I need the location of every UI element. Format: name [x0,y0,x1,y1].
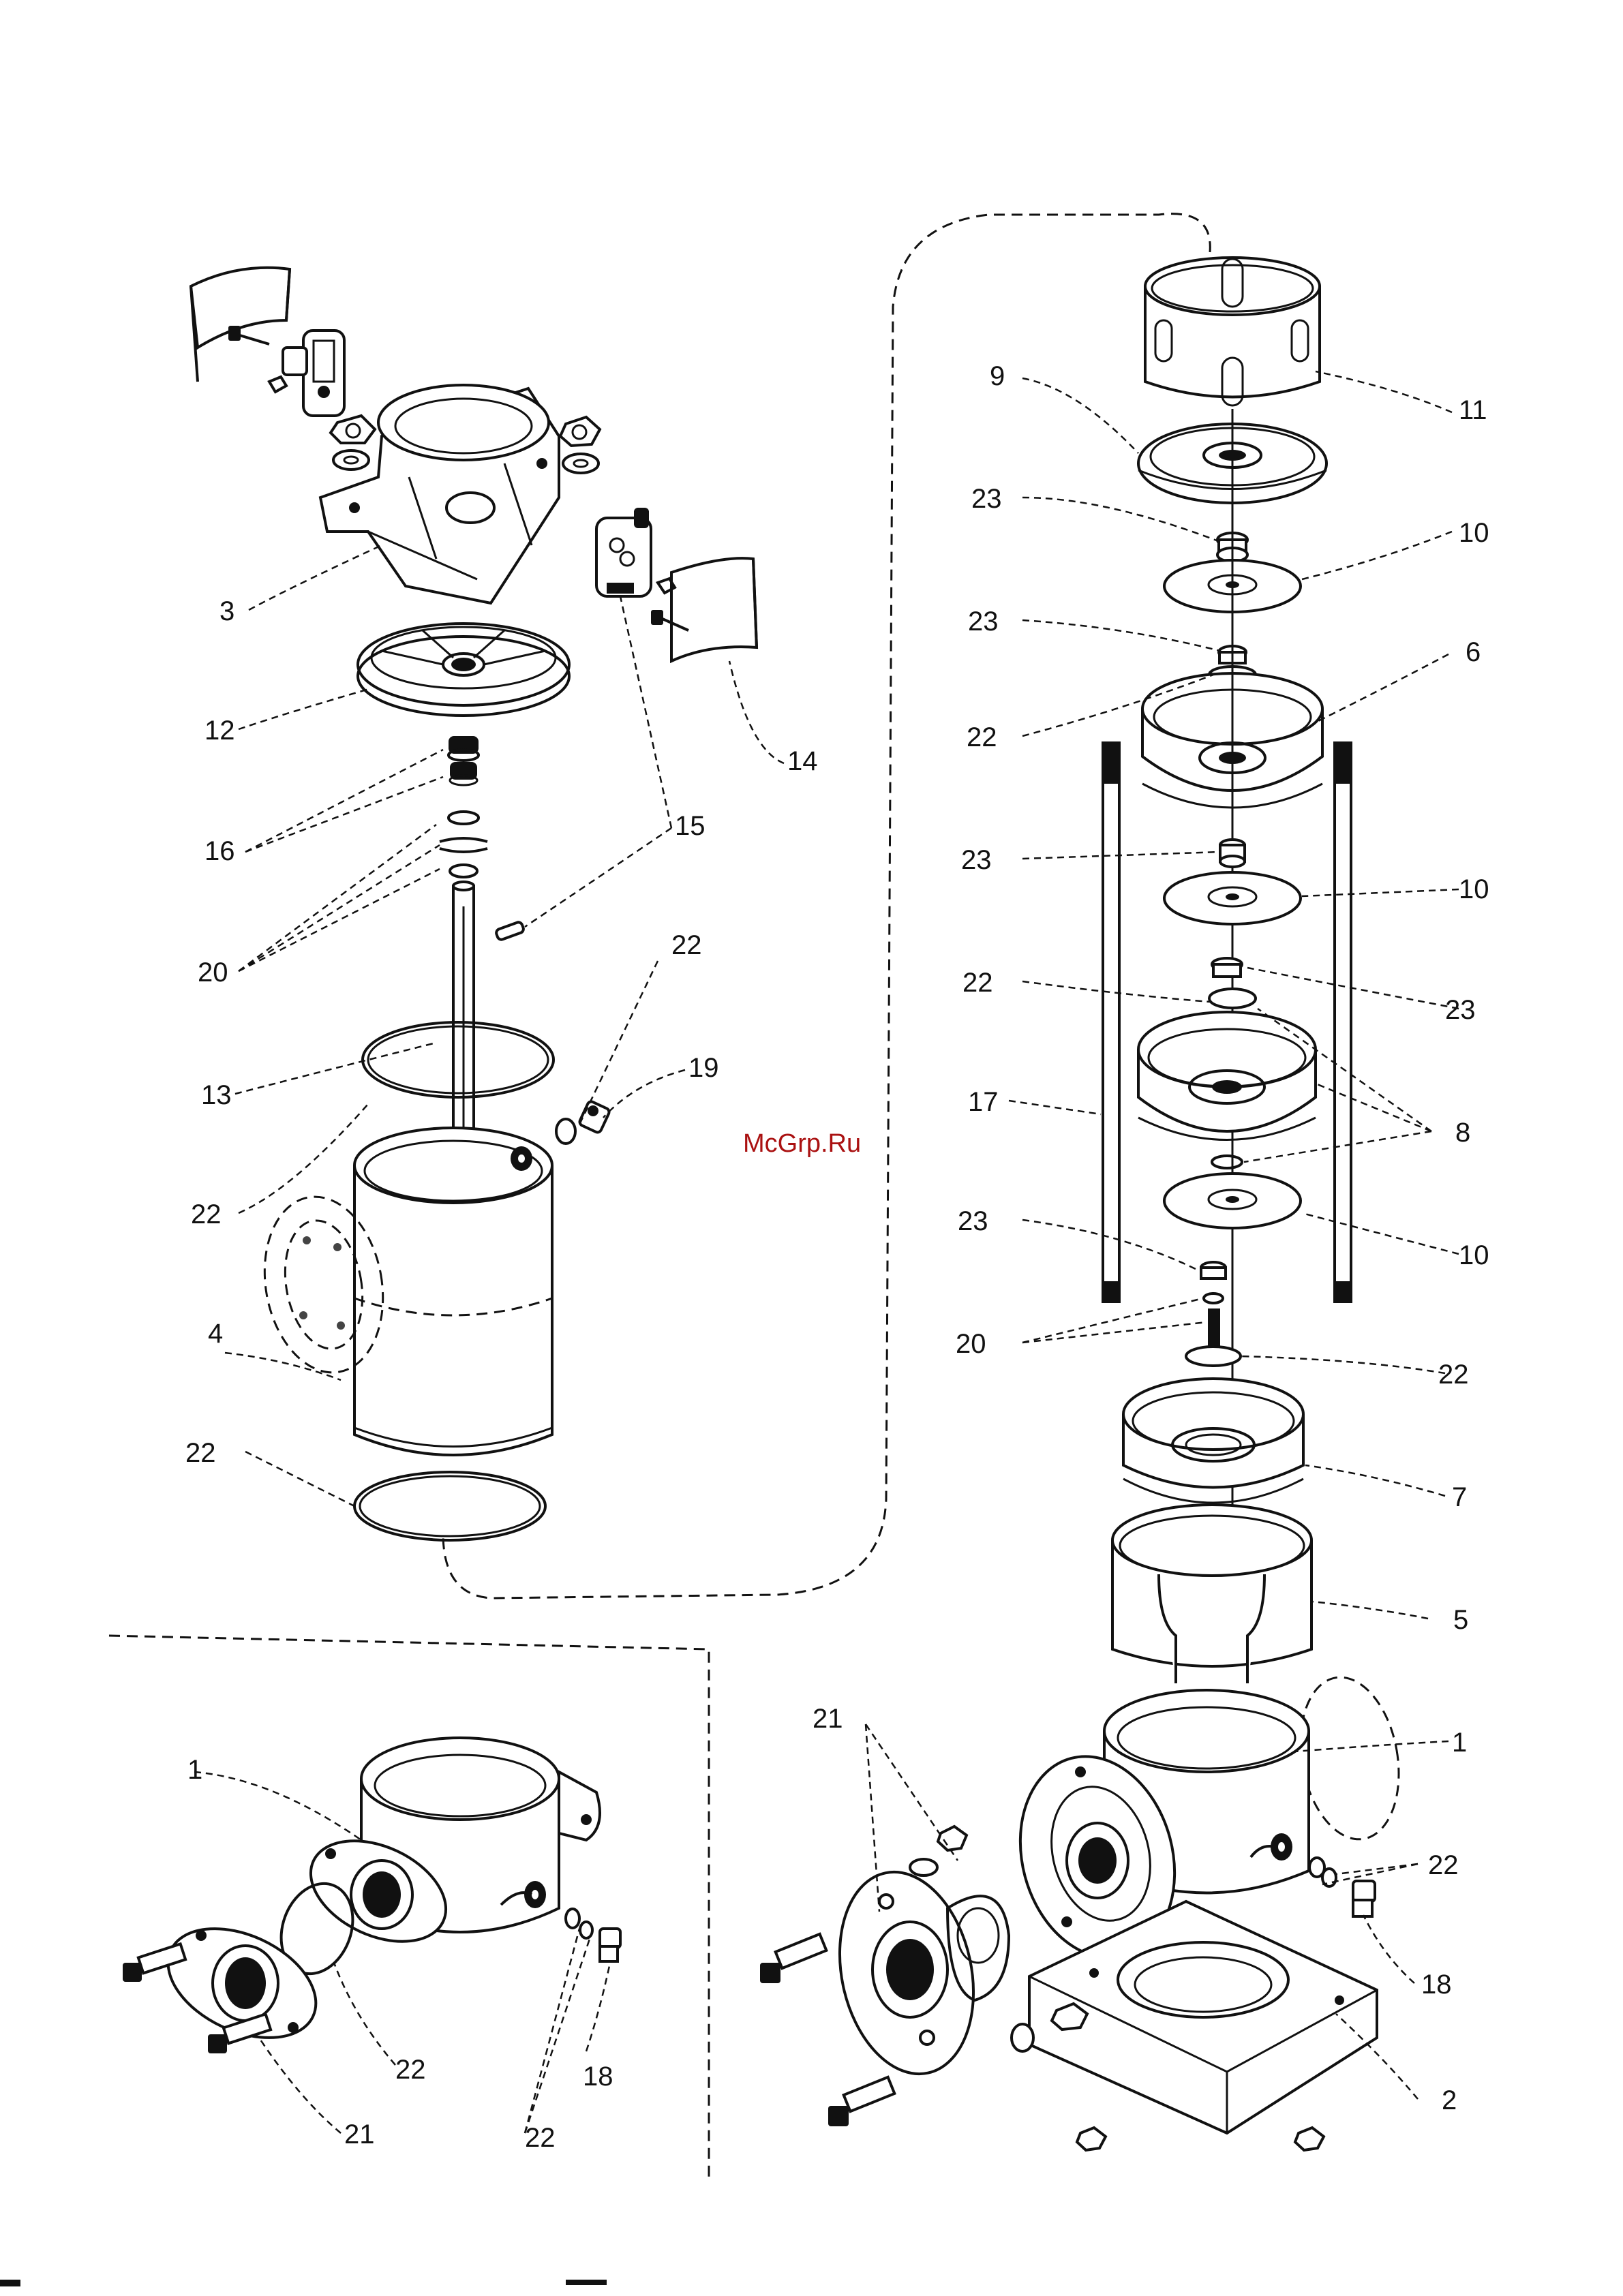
inlet-sleeve [1112,1505,1311,1683]
assembly-path-curve [443,214,1210,1598]
guard-screw-left [228,326,286,392]
tie-bolt-right [1335,743,1351,1302]
label-13: 13 [201,1080,232,1110]
label-22-left-lower: 22 [185,1438,216,1468]
chamber-middle [1138,989,1316,1140]
adapter-flange [358,624,569,716]
label-8: 8 [1455,1118,1470,1148]
label-18-inset: 18 [583,2062,613,2092]
label-23-a: 23 [971,484,1002,514]
label-16: 16 [204,836,235,866]
motor-stool-nut-left [331,416,375,470]
label-9: 9 [990,361,1005,391]
label-18-right: 18 [1421,1970,1452,2000]
label-22-plug: 22 [671,930,702,960]
label-20-right: 20 [956,1329,986,1359]
coupling-half-right [596,508,651,596]
label-7: 7 [1452,1482,1467,1512]
flange-bolt-right-upper [760,1934,826,1983]
label-23-b: 23 [968,607,999,637]
drain-plug-18-right [1353,1881,1375,1916]
drain-plug-inset [566,1909,620,1961]
label-22-stack-top: 22 [967,722,997,752]
watermark: McGrp.Ru [743,1129,861,1158]
spacer-23-fifth [1201,1262,1226,1279]
label-4: 4 [208,1319,223,1349]
page-edge-mark-center [566,2280,607,2285]
spacer-23-third [1220,840,1245,867]
label-22-left-upper: 22 [191,1199,222,1229]
page-edge-mark-left [0,2280,20,2286]
impeller-10-middle [1164,872,1301,924]
label-22-inset-oring: 22 [395,2055,426,2085]
chamber-bottom [1123,1347,1303,1503]
label-10-lower: 10 [1459,1240,1489,1270]
label-22-inset-plug: 22 [525,2123,556,2153]
label-23-e: 23 [958,1206,988,1236]
coupling-half-left [283,331,344,416]
coupling-guard-right [671,558,757,661]
label-1-right: 1 [1452,1728,1467,1758]
label-5: 5 [1453,1605,1468,1635]
spacer-23-fourth [1212,958,1242,977]
label-2: 2 [1442,2085,1457,2115]
label-21-right: 21 [813,1704,843,1734]
label-23-c: 23 [961,845,992,875]
label-20-left: 20 [198,958,228,988]
shaft-seal-stack [440,736,487,877]
label-10-top: 10 [1459,518,1489,548]
label-19: 19 [688,1053,719,1083]
flange-bolt-right-lower [828,2077,894,2126]
label-22-base-right: 22 [1428,1850,1459,1880]
label-1-inset: 1 [187,1755,202,1785]
oval-flange-right [822,1860,991,2087]
guard-screw-right [651,579,688,630]
suction-strainer [1145,258,1320,405]
label-15: 15 [675,811,706,841]
motor-stool-nut-right [560,417,600,473]
label-21-inset: 21 [344,2119,375,2149]
shaft-nut-20 [1204,1294,1223,1346]
label-12: 12 [204,716,235,746]
flange-washer-nut-right [910,1826,967,1876]
label-17: 17 [968,1087,999,1117]
drive-key [495,921,524,941]
vent-plug [556,1101,610,1144]
label-10-middle: 10 [1459,874,1489,904]
label-22-stack-middle: 22 [962,968,993,998]
label-11: 11 [1459,395,1487,425]
tie-bolt-left [1103,743,1119,1302]
label-23-d: 23 [1445,995,1476,1025]
seal-ring-8 [1212,1156,1242,1168]
impeller-10-lower [1164,1174,1301,1228]
o-ring-lower [354,1472,545,1540]
label-6: 6 [1466,637,1481,667]
label-14: 14 [787,746,818,776]
outer-sleeve [252,1128,552,1455]
label-22-stack-lower: 22 [1438,1360,1469,1390]
label-3: 3 [219,596,234,626]
coupling-guard-left [191,268,290,382]
